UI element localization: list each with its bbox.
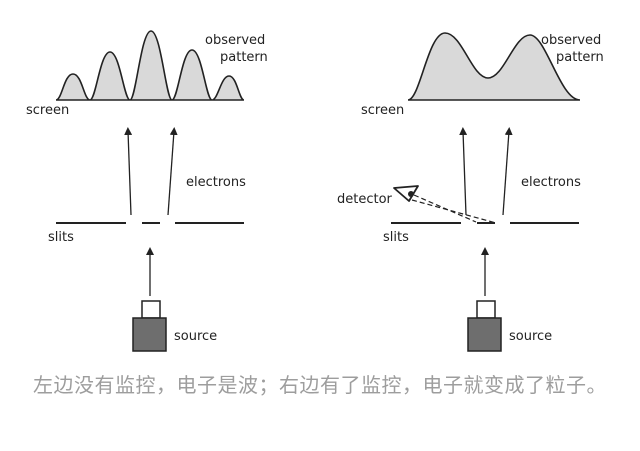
right-electron-path-1: [459, 127, 468, 216]
left-slits-label: slits: [48, 230, 74, 245]
left-screen-label: screen: [26, 103, 69, 118]
right-source-device: [467, 300, 502, 352]
right-electron-path-2: [502, 127, 513, 216]
figure-caption: 左边没有监控，电子是波；右边有了监控，电子就变成了粒子。: [33, 373, 607, 397]
right-screen-label: screen: [361, 103, 404, 118]
right-source-label: source: [509, 329, 552, 344]
detector-sight-lines: [411, 194, 497, 224]
left-panel: observed pattern screen electrons slits …: [26, 30, 268, 352]
double-slit-diagram: observed pattern screen electrons slits …: [26, 30, 604, 352]
right-particle-pattern: [407, 32, 581, 101]
left-interference-pattern: [55, 30, 245, 101]
left-electron-path-1: [124, 127, 133, 216]
right-electrons-label: electrons: [521, 175, 581, 190]
left-electron-path-2: [167, 127, 178, 216]
eye-icon: [393, 185, 419, 202]
right-detector-label: detector: [337, 192, 393, 207]
left-pattern-label: pattern: [220, 50, 268, 65]
right-observed-label: observed: [541, 33, 601, 48]
left-observed-label: observed: [205, 33, 265, 48]
left-source-label: source: [174, 329, 217, 344]
left-electrons-label: electrons: [186, 175, 246, 190]
right-panel: observed pattern screen electrons detect…: [337, 32, 604, 352]
right-slits-label: slits: [383, 230, 409, 245]
right-pattern-label: pattern: [556, 50, 604, 65]
left-source-device: [132, 300, 167, 352]
